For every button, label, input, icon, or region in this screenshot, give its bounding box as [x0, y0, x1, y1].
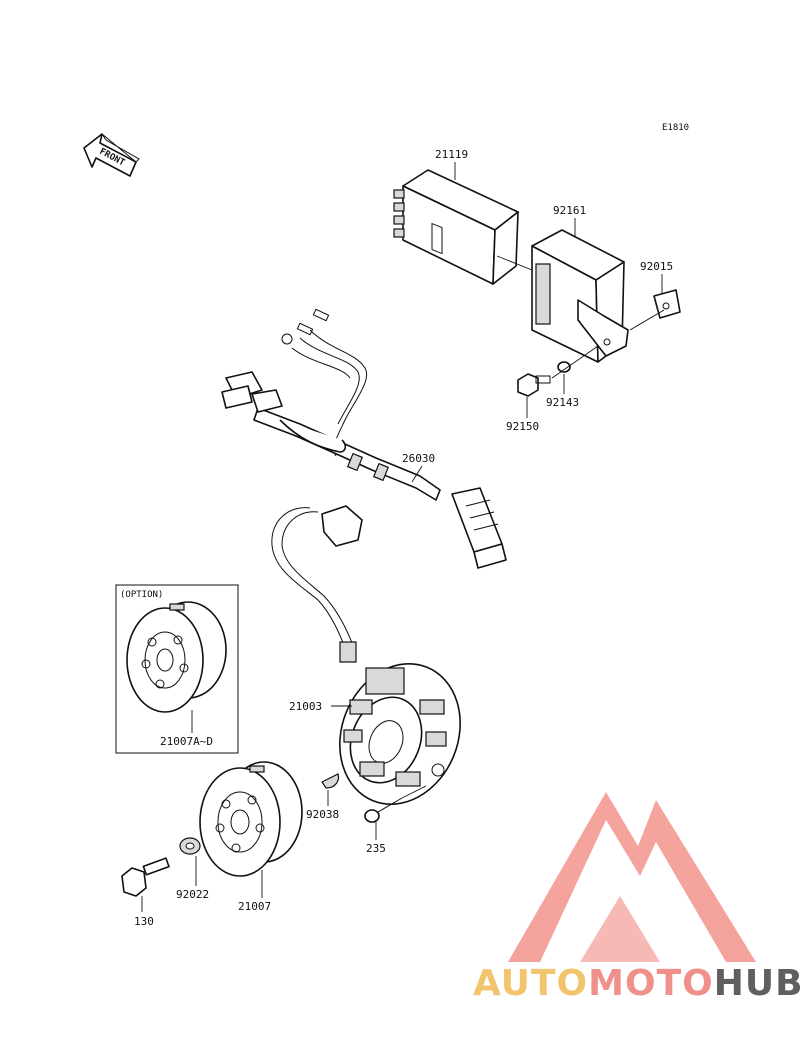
rotor-21007: [199, 761, 303, 877]
stator-21003: [271, 505, 461, 806]
label-26030: 26030: [402, 452, 435, 465]
label-21003: 21003: [289, 700, 322, 713]
label-130: 130: [134, 915, 154, 928]
harness-26030: [221, 308, 507, 569]
woodruff-key-92038: [321, 773, 340, 789]
regulator-92161: [531, 229, 629, 363]
label-21007a-d: 21007A~D: [160, 735, 213, 748]
label-21007: 21007: [238, 900, 271, 913]
bolt-92150: [517, 373, 551, 397]
collar-92143: [557, 361, 571, 373]
option-box-title: (OPTION): [120, 590, 163, 600]
watermark-text: AUTOMOTOHUB: [473, 963, 800, 1004]
front-arrow-icon: FRONT: [83, 133, 140, 177]
cdi-unit-21119: [393, 169, 519, 285]
label-92161: 92161: [553, 204, 586, 217]
bracket-92015: [653, 289, 681, 319]
label-92015: 92015: [640, 260, 673, 273]
screw-235: [364, 797, 403, 823]
diagram-code: E1810: [662, 123, 689, 133]
label-21119: 21119: [435, 148, 468, 161]
label-92022: 92022: [176, 888, 209, 901]
bolt-130: [121, 857, 170, 897]
watermark-hub: HUB: [714, 963, 800, 1004]
label-235: 235: [366, 842, 386, 855]
watermark-moto: MOTO: [588, 963, 714, 1004]
watermark-logo: [508, 792, 756, 962]
washer-92022: [179, 837, 201, 855]
label-92143: 92143: [546, 396, 579, 409]
label-92038: 92038: [306, 808, 339, 821]
label-92150: 92150: [506, 420, 539, 433]
option-box: [115, 584, 239, 754]
rotor-option-21007a-d: [126, 601, 227, 713]
watermark-auto: AUTO: [473, 963, 588, 1004]
